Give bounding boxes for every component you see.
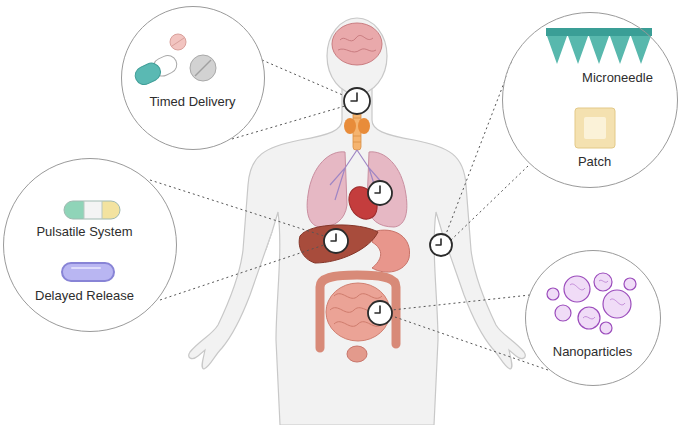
tablet-score xyxy=(195,60,211,76)
tablet xyxy=(170,34,186,50)
capsule-segment xyxy=(84,201,102,219)
capsule-outline xyxy=(64,201,120,219)
nanoparticle xyxy=(555,305,571,321)
clock-icon xyxy=(324,229,348,253)
leader-line xyxy=(392,295,530,310)
leader-line xyxy=(150,180,324,236)
callout-label: Nanoparticles xyxy=(553,344,633,360)
clock-icon xyxy=(344,88,370,114)
stomach xyxy=(372,230,410,272)
lung xyxy=(307,152,347,227)
clock-hands xyxy=(331,234,336,241)
callout-label: Pulsatile System xyxy=(36,224,132,240)
callout-ground xyxy=(122,7,264,149)
clock-hands xyxy=(375,306,380,313)
callout-ground xyxy=(4,159,176,331)
clock-hands xyxy=(375,186,380,193)
nanoparticle xyxy=(600,322,612,334)
nanoparticle xyxy=(603,290,631,318)
callout-label: Microneedle xyxy=(582,70,653,86)
large-intestine xyxy=(320,275,396,348)
brain-folds xyxy=(338,35,376,52)
clock-face xyxy=(430,234,452,256)
capsule-icon xyxy=(132,53,179,88)
callout-label: Timed Delivery xyxy=(149,94,235,110)
callout-circle: Nanoparticles xyxy=(525,250,661,386)
tablet xyxy=(190,55,216,81)
clock-hands xyxy=(351,93,357,101)
thyroid xyxy=(344,118,356,134)
callout-circle: Pulsatile SystemDelayed Release xyxy=(3,158,177,332)
nanoparticle xyxy=(547,288,559,300)
nanoparticle-cluster xyxy=(547,273,636,334)
callout-ground xyxy=(503,13,677,187)
leader-line xyxy=(160,245,324,300)
pulsatile-capsule xyxy=(64,201,120,219)
microneedle-icon xyxy=(546,28,652,64)
arm-line xyxy=(266,232,272,250)
callout-label: Patch xyxy=(578,154,611,170)
clock-face xyxy=(368,301,392,325)
brain xyxy=(332,23,382,65)
nanoparticle-texture xyxy=(570,280,625,319)
patch-icon xyxy=(575,108,615,148)
capsule-half xyxy=(132,60,163,87)
delayed-capsule xyxy=(62,263,114,281)
leader-lines xyxy=(150,60,548,370)
microneedle-base xyxy=(546,28,652,36)
bladder xyxy=(347,346,367,362)
thyroid xyxy=(358,118,370,134)
body-outline xyxy=(189,88,526,425)
nanoparticle xyxy=(624,278,636,290)
clock-face xyxy=(368,181,392,205)
clock-icon xyxy=(430,234,452,256)
small-intestine xyxy=(326,283,390,341)
microneedle-spikes xyxy=(547,36,651,64)
nanoparticle xyxy=(564,276,590,302)
clock-hands xyxy=(436,239,441,245)
leader-line xyxy=(450,166,528,241)
callout-circle: MicroneedlePatch xyxy=(502,12,678,188)
leader-line xyxy=(262,60,345,96)
patch xyxy=(575,108,615,148)
callout-ground xyxy=(526,251,660,385)
patch-pad xyxy=(584,117,606,139)
liver xyxy=(299,225,378,263)
clock-face xyxy=(344,88,370,114)
tablet-score xyxy=(172,38,184,46)
head-outline xyxy=(327,18,387,94)
callout-label: Delayed Release xyxy=(35,288,134,304)
capsule-divider xyxy=(84,201,102,219)
clock-icon xyxy=(368,301,392,325)
particle-texture xyxy=(570,280,625,319)
organs xyxy=(299,23,409,362)
tablet-icon xyxy=(170,34,216,81)
callout-circle: Timed Delivery xyxy=(121,6,265,150)
clock-face xyxy=(324,229,348,253)
clock-icon xyxy=(368,181,392,205)
capsule-highlight xyxy=(72,267,100,269)
nanoparticle xyxy=(594,273,612,291)
